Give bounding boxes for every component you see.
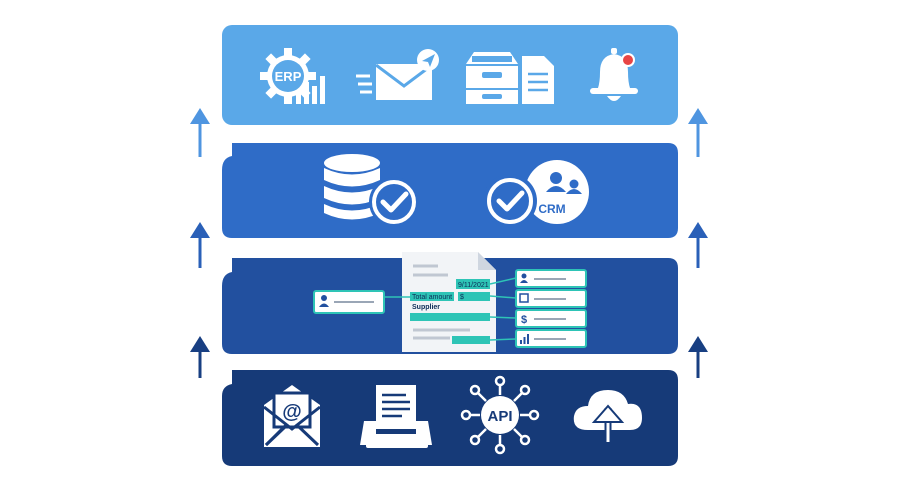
svg-text:API: API — [487, 408, 512, 425]
bar-chart-icon — [296, 76, 325, 104]
amount-field-card: $ — [515, 309, 587, 328]
validated-database-icon — [324, 154, 419, 227]
extracted-fields: 9/11/2021 Total amount $ Supplier — [313, 269, 587, 348]
up-arrow-icon — [688, 108, 708, 157]
right-arrows — [688, 108, 708, 378]
email-inbox-icon: @ — [263, 385, 321, 447]
person-field-card — [515, 269, 587, 288]
supplier-highlight — [410, 313, 490, 321]
chart-field-card — [515, 329, 587, 348]
up-arrow-icon — [190, 108, 210, 157]
svg-text:Total amount: Total amount — [412, 294, 452, 301]
outgoing-mail-icon — [356, 49, 439, 100]
svg-text:9/11/2021: 9/11/2021 — [458, 282, 489, 289]
person-field-card — [313, 290, 385, 314]
archive-drawer-icon — [466, 52, 554, 104]
api-icon: API — [460, 375, 540, 455]
up-arrow-icon — [688, 336, 708, 378]
left-arrows — [190, 108, 210, 378]
total-amount-highlight — [410, 292, 454, 301]
date-field-highlight — [456, 279, 490, 289]
total-value-highlight — [458, 292, 490, 301]
erp-icon: ERP — [260, 48, 325, 104]
date-field-card — [515, 289, 587, 308]
up-arrow-icon — [688, 222, 708, 268]
layer-destinations — [222, 25, 678, 125]
cloud-upload-icon — [573, 390, 642, 442]
up-arrow-icon — [190, 336, 210, 378]
up-arrow-icon — [190, 222, 210, 268]
document-icon — [402, 252, 496, 352]
svg-text:Supplier: Supplier — [412, 304, 440, 311]
calendar-icon — [519, 293, 529, 303]
svg-text:CRM: CRM — [538, 202, 565, 216]
line-item-highlight — [452, 336, 490, 344]
notification-bell-icon — [590, 48, 638, 101]
layer-validation — [222, 143, 678, 238]
bar-chart-icon — [520, 334, 529, 344]
svg-text:@: @ — [282, 401, 302, 423]
user-icon — [550, 172, 562, 184]
notification-dot — [623, 55, 633, 65]
validated-crm-icon: CRM — [483, 160, 589, 228]
svg-text:ERP: ERP — [275, 69, 302, 84]
layer-input-channels — [222, 370, 678, 466]
scanner-icon — [360, 385, 432, 448]
dollar-icon: $ — [521, 314, 527, 326]
svg-text:$: $ — [460, 294, 464, 301]
